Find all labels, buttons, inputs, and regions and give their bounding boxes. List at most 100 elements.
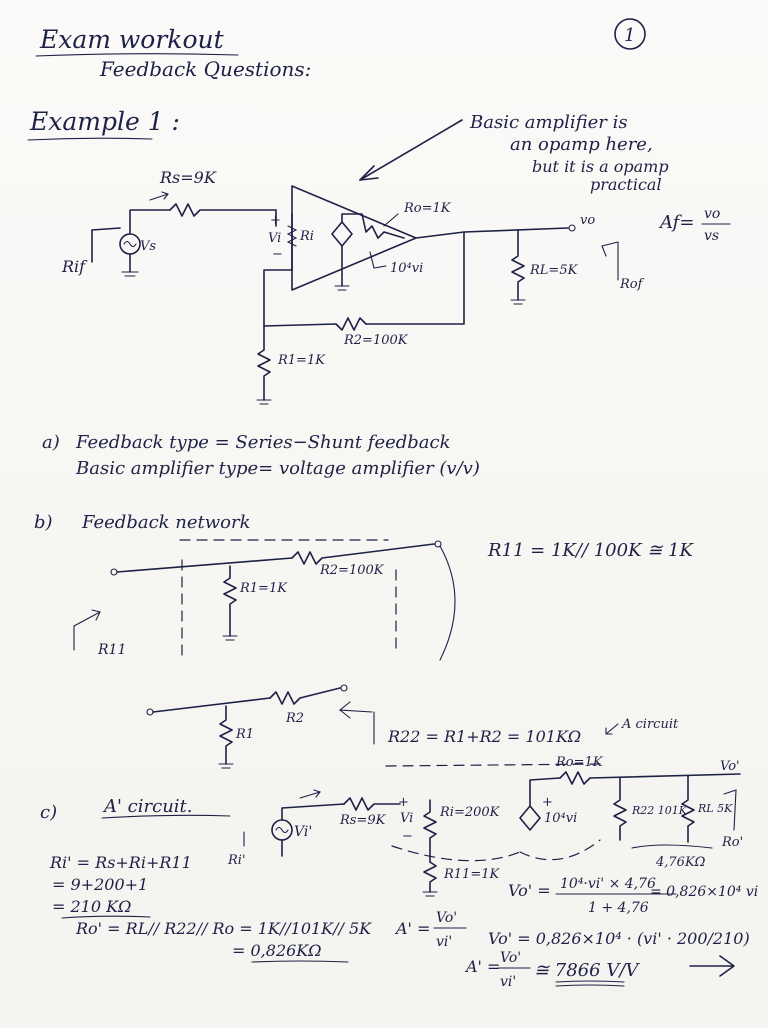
af-numerator: vo (704, 206, 720, 222)
ac-r22-resistor-icon (613, 777, 627, 841)
part-a-line-1: Feedback type = Series−Shunt feedback (75, 432, 451, 453)
ac-dep-wire (529, 777, 561, 807)
page-number: 1 (624, 25, 635, 46)
ac-ri-label: Ri=200K (439, 805, 501, 820)
dependent-source-icon (331, 221, 353, 247)
fb-r2-resistor-icon (291, 543, 435, 565)
current-arrow-icon (149, 191, 169, 201)
rof-label: Rof (619, 277, 645, 292)
r11-label: R11 (97, 642, 126, 658)
a-circuit-note: A circuit (621, 717, 679, 732)
output-wire (415, 227, 569, 239)
vo-label: vo (580, 213, 595, 228)
ri-result-underline (61, 915, 151, 919)
vs-wire (129, 209, 171, 235)
a-result-rhs: ≅ 7866 V/V (534, 960, 640, 981)
annotation-line-2: an opamp here, (510, 134, 653, 155)
ground-icon (510, 299, 526, 305)
ac-rl-resistor-icon (681, 775, 695, 843)
ri-prime-calc-2: = 9+200+1 (52, 875, 148, 894)
rif-label: Rif (61, 257, 88, 276)
af-denominator: vs (704, 228, 719, 244)
ro-label: Ro=1K (403, 201, 452, 216)
ro-pointer (383, 213, 399, 227)
ri-prime-calc-1: Ri' = Rs+Ri+R11 (49, 853, 192, 872)
ac-input-wire (281, 803, 345, 821)
ac-vo-prime-label: Vo' (720, 759, 740, 774)
part-c-label: c) (40, 802, 57, 823)
ac-dependent-source-icon (519, 805, 541, 831)
a-circuit-dashed-top (385, 763, 601, 767)
vi-label: Vi (268, 231, 281, 246)
fb-r1-label: R1=1K (239, 581, 288, 596)
ac-ro-resistor-icon (559, 771, 741, 785)
title-underline (35, 53, 239, 57)
feedback-wire-left (263, 269, 293, 327)
vo-terminal (568, 224, 576, 232)
part-c-title: A' circuit. (102, 796, 193, 817)
vo-calc-2: Vo' = 0,826×10⁴ · (vi' · 200/210) (488, 929, 750, 948)
ac-rs-label: Rs=9K (339, 813, 387, 828)
fb-r1-resistor-icon (223, 565, 237, 637)
vo-calc-1-num: 10⁴·vi' × 4,76 (560, 876, 656, 892)
ac-r11-resistor-icon (423, 861, 437, 893)
page-title: Exam workout (39, 25, 225, 54)
vi-prime-label: Vi' (294, 824, 312, 840)
r22-r2-label: R2 (285, 711, 304, 726)
a-result-den: vi' (500, 974, 516, 990)
ac-r22-label: R22 101K (631, 804, 688, 817)
ro-prime-calc-2: = 0,826KΩ (232, 941, 322, 960)
ro-prime-calc-1: Ro' = RL// R22// Ro = 1K//101K// 5K (75, 919, 372, 938)
a-result-lhs: A' = (464, 957, 500, 976)
ro-prime-arrow (723, 789, 737, 831)
ac-rs-resistor-icon (343, 797, 401, 811)
a-result-num: Vo' (500, 950, 521, 966)
feedback-wire-right (365, 231, 465, 325)
fb-r2-label: R2=100K (319, 563, 385, 578)
ac-minus-sign: − (402, 829, 413, 844)
r22-network-circuit: R2 R1 (146, 684, 375, 769)
rl-resistor-icon (511, 229, 525, 301)
r2-label: R2=100K (343, 333, 409, 348)
ro-resistor-icon (341, 213, 405, 239)
ground-icon (218, 763, 234, 769)
fb-wire-left (116, 557, 293, 573)
r11-arrow (73, 609, 101, 627)
rif-wire (91, 227, 121, 231)
r22-r1-label: R1 (235, 727, 254, 742)
rs-label: Rs=9K (159, 168, 217, 187)
a-prime-circuit: Vi' Rs=9K Ri' + Vi − Ri=200K R11=1K + 10… (227, 755, 743, 897)
part-a-label: a) (42, 432, 60, 453)
page-subtitle: Feedback Questions: (99, 57, 311, 81)
annotation-line-4: practical (590, 175, 662, 194)
ground-icon (222, 635, 238, 641)
a-circuit-arrow (605, 723, 619, 735)
r22-right-terminal (340, 684, 348, 692)
r22-left-terminal (146, 708, 154, 716)
ac-dashed-loop-left (391, 845, 521, 862)
r11-terminal (110, 568, 118, 576)
annotation-arrow (359, 119, 463, 181)
r2-resistor-icon (263, 317, 367, 331)
vo-calc-1-lhs: Vo' = (508, 881, 551, 900)
annotation-arrowhead (359, 165, 379, 181)
fb-right-terminal (434, 540, 442, 548)
ac-dep-label: 10⁴vi (544, 811, 577, 826)
a-def-num: Vo' (436, 910, 457, 926)
part-b-title: Feedback network (81, 512, 251, 533)
r22-equation: R22 = R1+R2 = 101KΩ (387, 727, 581, 746)
example-underline (27, 137, 153, 141)
feedback-network-circuit: R2=100K R1=1K R11 (73, 540, 456, 661)
fb-short-curve (439, 545, 456, 661)
example-heading: Example 1 : (29, 107, 180, 136)
page-number-circle (614, 18, 646, 50)
plus-sign: + (270, 213, 281, 228)
ground-icon (334, 285, 350, 291)
r1-resistor-icon (257, 325, 271, 401)
vs-label: Vs (140, 239, 156, 254)
annotation-line-1: Basic amplifier is (469, 112, 628, 133)
rl-label: RL=5K (529, 263, 579, 278)
ac-r11-label: R11=1K (443, 867, 500, 882)
a-def-den: vi' (436, 934, 452, 950)
